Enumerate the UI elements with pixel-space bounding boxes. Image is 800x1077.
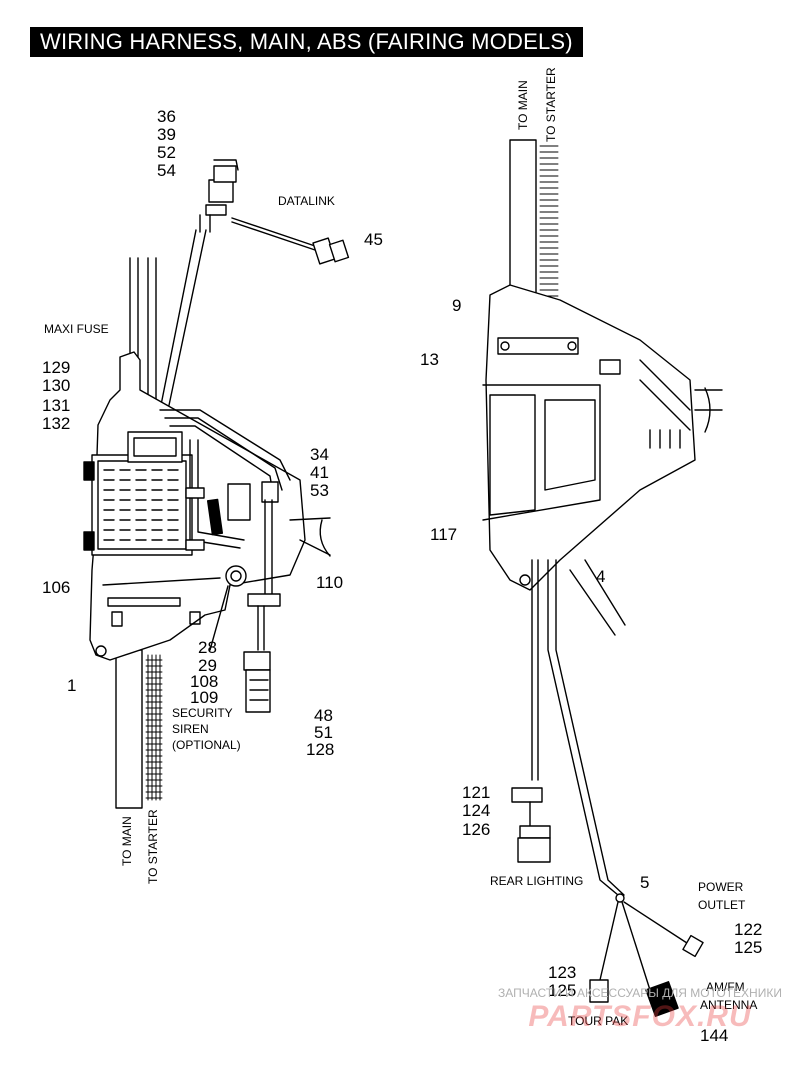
callout-122: 122 [734, 920, 763, 939]
right-abs-bracket [482, 284, 723, 636]
label-security-siren-2: SIREN [172, 722, 209, 736]
label-amfm-1: AM/FM [706, 980, 745, 994]
left-corrugated-conduit [145, 659, 163, 799]
callout-130: 130 [42, 376, 71, 395]
label-security-siren-3: (OPTIONAL) [172, 738, 241, 752]
callout-117: 117 [430, 525, 458, 544]
callout-9: 9 [452, 296, 462, 315]
callout-123: 123 [548, 963, 577, 982]
callout-29: 29 [198, 656, 217, 675]
watermark-logo: PARTSFOX.RU [528, 1000, 752, 1033]
label-datalink: DATALINK [278, 194, 335, 208]
label-to-main-left: TO MAIN [120, 816, 134, 866]
callout-125-tourpak: 125 [548, 981, 577, 1000]
lower-left-connector [243, 593, 281, 713]
label-to-main-right: TO MAIN [516, 80, 530, 130]
callout-52: 52 [157, 143, 176, 162]
callout-39: 39 [157, 125, 176, 144]
left-upper-wires [129, 229, 207, 421]
callout-106: 106 [42, 578, 71, 597]
label-security-siren-1: SECURITY [172, 706, 233, 720]
callout-53: 53 [310, 481, 329, 500]
label-rear-lighting: REAR LIGHTING [490, 874, 584, 888]
callout-28: 28 [198, 638, 217, 657]
callout-124: 124 [462, 801, 491, 820]
callout-5: 5 [640, 873, 650, 892]
callout-4: 4 [596, 567, 606, 586]
callout-131: 131 [42, 396, 71, 415]
callout-129: 129 [42, 358, 71, 377]
callout-1: 1 [67, 676, 77, 695]
label-maxi-fuse: MAXI FUSE [44, 322, 109, 336]
callout-41: 41 [310, 463, 329, 482]
left-trunk-harness [115, 649, 161, 809]
left-fuse-box [83, 454, 193, 556]
watermark-line: ЗАПЧАСТИ И АКСЕССУАРЫ ДЛЯ МОТОТЕХНИКИ [498, 986, 782, 1000]
watermark: ЗАПЧАСТИ И АКСЕССУАРЫ ДЛЯ МОТОТЕХНИКИ PA… [490, 986, 790, 1034]
callout-13: 13 [420, 350, 439, 369]
callout-48: 48 [314, 706, 333, 725]
maxi-fuse [127, 431, 183, 463]
label-to-starter-left: TO STARTER [146, 809, 160, 884]
callout-144: 144 [700, 1026, 729, 1045]
callout-126: 126 [462, 820, 491, 839]
callout-36: 36 [157, 107, 176, 126]
callout-108: 108 [190, 672, 219, 691]
callout-45: 45 [364, 230, 383, 249]
callout-110: 110 [316, 573, 344, 592]
left-routed-harness [159, 409, 291, 596]
branch-junction [589, 893, 704, 1017]
callout-109: 109 [190, 688, 219, 707]
callout-54: 54 [157, 161, 176, 180]
security-siren-connector [209, 565, 247, 651]
label-power-outlet-1: POWER [698, 880, 744, 894]
callout-121: 121 [462, 783, 491, 802]
label-amfm-2: ANTENNA [700, 998, 758, 1012]
diagram-title: WIRING HARNESS, MAIN, ABS (FAIRING MODEL… [30, 27, 583, 57]
callout-125-power: 125 [734, 938, 763, 957]
callout-51: 51 [314, 723, 333, 742]
label-power-outlet-2: OUTLET [698, 898, 746, 912]
label-tour-pak: TOUR PAK [568, 1014, 629, 1028]
callout-132: 132 [42, 414, 71, 433]
callout-34: 34 [310, 445, 329, 464]
callout-128: 128 [306, 740, 335, 759]
label-to-starter-right: TO STARTER [544, 67, 558, 142]
datalink-connector-stack [199, 159, 239, 233]
datalink-lead [231, 217, 350, 265]
right-lower-wires [511, 559, 625, 896]
